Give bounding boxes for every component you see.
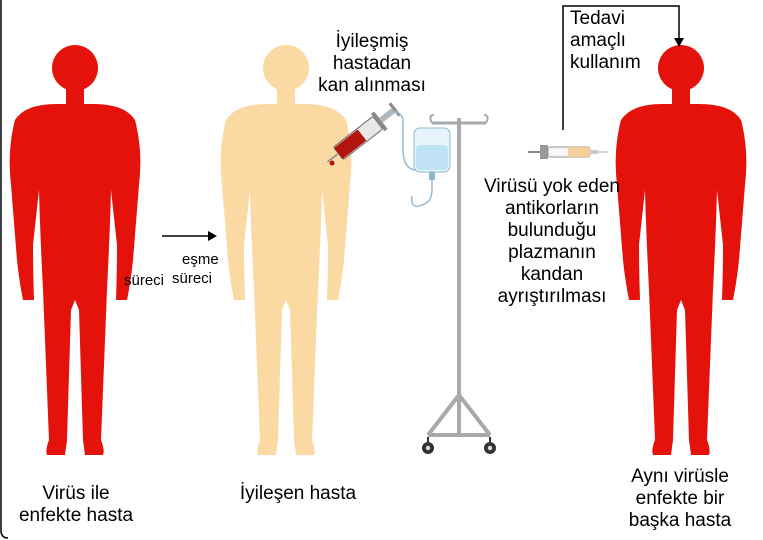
plasma-separation-label-line: plazmanın [467,242,637,264]
recovery-process-label: eşme [165,251,219,269]
therapeutic-use-label: Tedavi amaçlı kullanım [570,8,641,74]
plasma-bag [412,128,450,206]
another-patient-label-line: Aynı virüsle [600,466,760,488]
frame-corner [1,532,8,538]
another-patient-label: Aynı virüsle enfekte bir başka hasta [600,466,760,532]
another-patient-label-line: enfekte bir [600,488,760,510]
therapeutic-use-label-line: kullanım [570,52,641,74]
therapeutic-use-label-line: amaçlı [570,30,641,52]
recovery-process-line2a: süreci [124,272,164,290]
infected-patient-label-line: Virüs ile [6,483,146,505]
plasma-separation-label-line: kandan [467,264,637,286]
blood-draw-label-line: kan alınması [312,75,432,97]
blood-draw-label: İyileşmiş hastadan kan alınması [312,31,432,97]
process-arrow [162,231,217,241]
recovery-process-line2b: süreci [172,270,212,288]
plasma-separation-label-line: ayrıştırılması [467,286,637,308]
recovery-process-line1: eşme [165,251,219,269]
infected-patient-figure [10,45,141,455]
plasma-syringe [528,145,608,159]
blood-draw-label-line: hastadan [312,53,432,75]
plasma-separation-label: Virüsü yok eden antikorların bulunduğu p… [467,176,637,308]
blood-draw-label-line: İyileşmiş [312,31,432,53]
recovered-patient-label: İyileşen hasta [223,483,373,505]
plasma-separation-label-line: bulunduğu [467,220,637,242]
infected-patient-label-line: enfekte hasta [6,505,146,527]
plasma-separation-label-line: Virüsü yok eden [467,176,637,198]
infected-patient-label: Virüs ile enfekte hasta [6,483,146,527]
therapeutic-use-label-line: Tedavi [570,8,641,30]
plasma-separation-label-line: antikorların [467,198,637,220]
recovered-patient-figure [221,45,352,455]
another-patient-label-line: başka hasta [600,510,760,532]
